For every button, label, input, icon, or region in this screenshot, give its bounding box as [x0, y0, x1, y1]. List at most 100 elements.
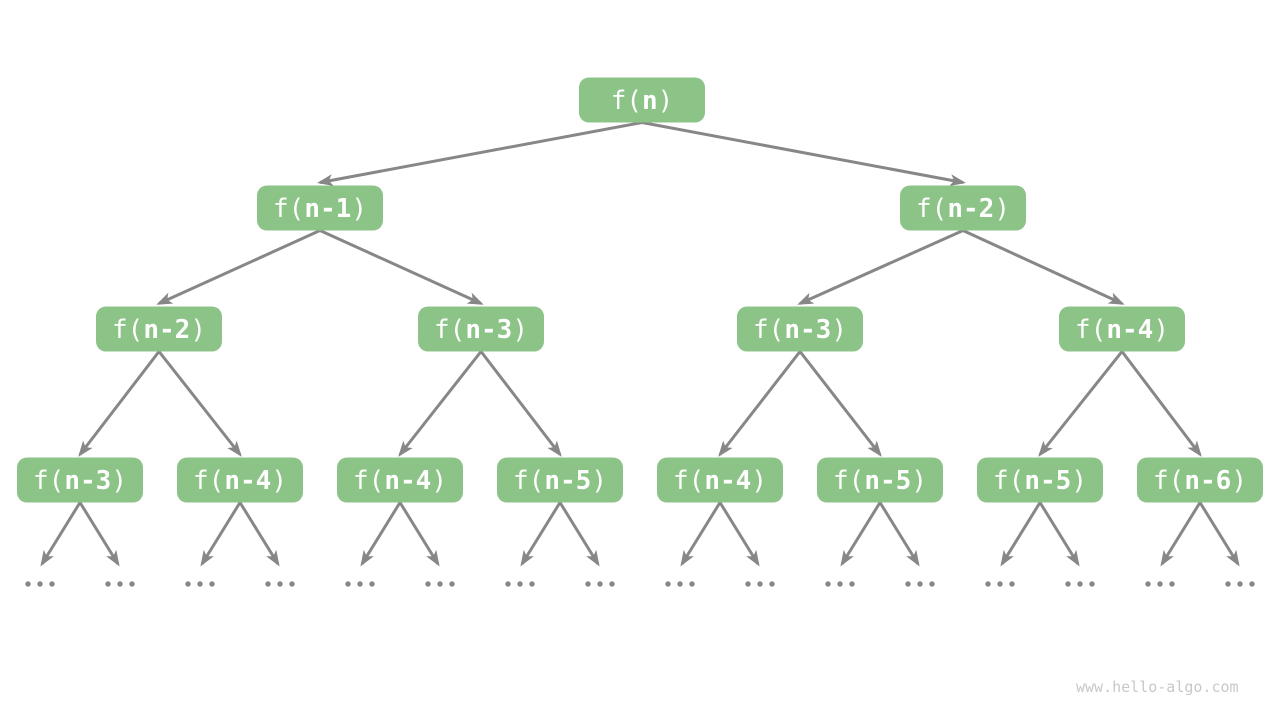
- leaf-ellipsis: [505, 581, 535, 587]
- ellipsis-dot: [677, 581, 683, 587]
- ellipsis-dot: [1157, 581, 1163, 587]
- node-box: [1137, 457, 1263, 503]
- ellipsis-dot: [197, 581, 203, 587]
- ellipsis-dot: [997, 581, 1003, 587]
- ellipsis-dot: [277, 581, 283, 587]
- leaf-edge: [200, 501, 242, 567]
- ellipsis-dot: [437, 581, 443, 587]
- ellipsis-dot: [425, 581, 431, 587]
- ellipsis-dot: [345, 581, 351, 587]
- node-box: [497, 457, 623, 503]
- tree-edge: [1120, 350, 1202, 457]
- leaf-edge: [1000, 501, 1042, 567]
- leaf-ellipsis: [185, 581, 215, 587]
- ellipsis-dot: [1065, 581, 1071, 587]
- ellipsis-dot: [825, 581, 831, 587]
- node-label: f(n-2): [916, 194, 1010, 224]
- leaf-edge: [558, 501, 600, 567]
- tree-edge: [156, 229, 321, 305]
- ellipsis-dot: [1009, 581, 1015, 587]
- leaf-ellipsis: [985, 581, 1015, 587]
- tree-edge: [798, 350, 882, 457]
- leaf-ellipsis: [825, 581, 855, 587]
- ellipsis-dot: [597, 581, 603, 587]
- tree-edge: [718, 350, 802, 457]
- leaf-edge: [40, 501, 82, 567]
- node-box: [1059, 306, 1185, 352]
- leaf-ellipsis: [585, 581, 615, 587]
- ellipsis-dot: [505, 581, 511, 587]
- tree-edge: [398, 350, 483, 457]
- tree-node-a: f(n-1): [257, 185, 383, 231]
- ellipsis-dot: [1089, 581, 1095, 587]
- leaf-ellipsis: [345, 581, 375, 587]
- leaf-ellipsis: [1065, 581, 1095, 587]
- node-box: [817, 457, 943, 503]
- ellipsis-dot: [769, 581, 775, 587]
- node-label: f(n-4): [1075, 315, 1169, 345]
- leaf-edge: [680, 501, 722, 567]
- tree-node-aab: f(n-4): [177, 457, 303, 503]
- node-box: [418, 306, 544, 352]
- tree-node-aba: f(n-4): [337, 457, 463, 503]
- leaf-ellipsis: [905, 581, 935, 587]
- ellipsis-dot: [849, 581, 855, 587]
- tree-node-baa: f(n-4): [657, 457, 783, 503]
- ellipsis-dot: [449, 581, 455, 587]
- node-label: f(n-2): [112, 315, 206, 345]
- ellipsis-dot: [905, 581, 911, 587]
- node-label: f(n-3): [753, 315, 847, 345]
- tree-node-bbb: f(n-6): [1137, 457, 1263, 503]
- leaf-edge: [520, 501, 562, 567]
- node-label: f(n-4): [673, 466, 767, 496]
- leaf-edge: [1038, 501, 1080, 567]
- tree-edge: [797, 229, 964, 305]
- leaf-ellipsis: [425, 581, 455, 587]
- leaf-edge: [840, 501, 882, 567]
- leaf-ellipsis: [1145, 581, 1175, 587]
- tree-edge: [78, 350, 161, 457]
- node-label: f(n-5): [513, 466, 607, 496]
- ellipsis-dot: [1077, 581, 1083, 587]
- tree-edge: [317, 121, 643, 187]
- ellipsis-dot: [117, 581, 123, 587]
- leaf-ellipsis: [265, 581, 295, 587]
- leaf-ellipsis: [665, 581, 695, 587]
- ellipsis-dot: [185, 581, 191, 587]
- tree-node-ab: f(n-3): [418, 306, 544, 352]
- node-box: [337, 457, 463, 503]
- ellipsis-dot: [1169, 581, 1175, 587]
- ellipsis-dot: [1145, 581, 1151, 587]
- leaf-edge: [78, 501, 120, 567]
- node-label: f(n-1): [273, 194, 367, 224]
- ellipsis-dot: [1225, 581, 1231, 587]
- ellipsis-dot: [689, 581, 695, 587]
- node-label: f(n-5): [993, 466, 1087, 496]
- node-label: f(n-4): [353, 466, 447, 496]
- leaf-ellipsis: [25, 581, 55, 587]
- node-box: [900, 185, 1026, 231]
- ellipsis-dot: [929, 581, 935, 587]
- tree-edge: [1038, 350, 1124, 457]
- tree-node-root: f(n): [579, 77, 705, 123]
- ellipsis-dot: [585, 581, 591, 587]
- leaf-edge: [718, 501, 760, 567]
- tree-leaves: [25, 581, 1255, 587]
- ellipsis-dot: [609, 581, 615, 587]
- ellipsis-dot: [209, 581, 215, 587]
- node-label: f(n-6): [1153, 466, 1247, 496]
- node-label: f(n-5): [833, 466, 927, 496]
- ellipsis-dot: [837, 581, 843, 587]
- ellipsis-dot: [917, 581, 923, 587]
- tree-nodes: f(n) f(n-1) f(n-2) f(n-2) f(n-3) f(n-3) f(n-4)…: [17, 77, 1263, 503]
- leaf-edge: [398, 501, 440, 567]
- tree-edges: [40, 121, 1240, 567]
- node-box: [177, 457, 303, 503]
- node-box: [657, 457, 783, 503]
- leaf-ellipsis: [105, 581, 135, 587]
- tree-node-ba: f(n-3): [737, 306, 863, 352]
- ellipsis-dot: [745, 581, 751, 587]
- ellipsis-dot: [517, 581, 523, 587]
- leaf-edge: [1160, 501, 1202, 567]
